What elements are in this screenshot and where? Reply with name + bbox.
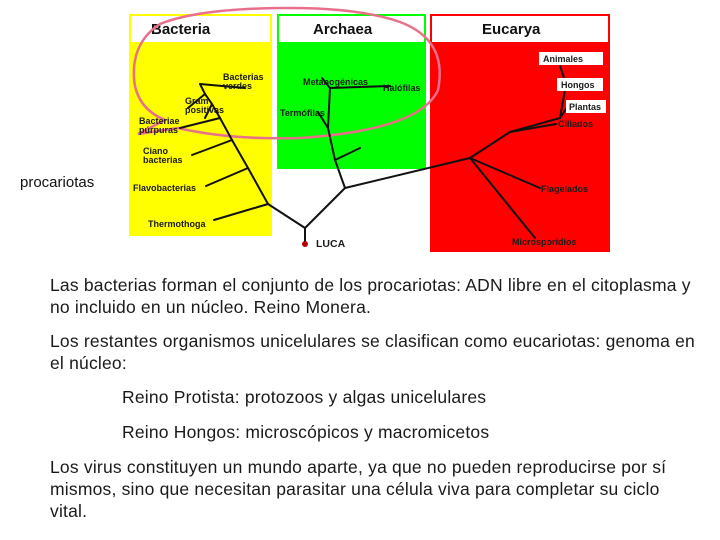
- label-flavobacterias: Flavobacterias: [133, 183, 196, 193]
- luca-dot: [302, 241, 308, 247]
- domain-bacteria: Bacteria: [151, 21, 211, 38]
- label-hongos: Hongos: [561, 80, 595, 90]
- archaea-header: [279, 16, 424, 42]
- explanation-text: Las bacterias forman el conjunto de los …: [50, 274, 700, 534]
- label-flagelados: Flagelados: [541, 184, 588, 194]
- label-animales: Animales: [543, 54, 583, 64]
- tree-branches: [179, 65, 569, 243]
- hongos-box: [557, 78, 603, 91]
- procariotas-label: procariotas: [20, 174, 95, 191]
- paragraph-virus: Los virus constituyen un mundo aparte, y…: [50, 457, 667, 521]
- eucarya-panel: [430, 14, 610, 252]
- animales-box: [539, 52, 603, 65]
- phylogenetic-tree: Bacteria Archaea Eucarya: [129, 6, 610, 252]
- label-metanogenicas: Metanogénicas: [303, 77, 368, 87]
- label-microsporidios: Microsporidios: [512, 237, 577, 247]
- label-thermothoga: Thermothoga: [148, 219, 206, 229]
- plantas-box: [566, 100, 606, 113]
- domain-archaea: Archaea: [313, 21, 373, 38]
- luca-label: LUCA: [316, 238, 346, 250]
- procariotas-callout: [132, 6, 441, 140]
- paragraph-bacterias: Las bacterias forman el conjunto de los …: [50, 275, 691, 317]
- label-termofilas: Termófilas: [280, 108, 325, 118]
- eucarya-header: [432, 16, 608, 42]
- paragraph-hongos: Reino Hongos: microscópicos y macromicet…: [122, 422, 490, 442]
- label-ciliados: Ciliados: [558, 119, 593, 129]
- label-plantas: Plantas: [569, 102, 601, 112]
- label-halofilas: Halófilas: [383, 83, 421, 93]
- paragraph-eucariotas: Los restantes organismos unicelulares se…: [50, 331, 695, 373]
- paragraph-protista: Reino Protista: protozoos y algas unicel…: [122, 387, 487, 407]
- domain-eucarya: Eucarya: [482, 21, 541, 38]
